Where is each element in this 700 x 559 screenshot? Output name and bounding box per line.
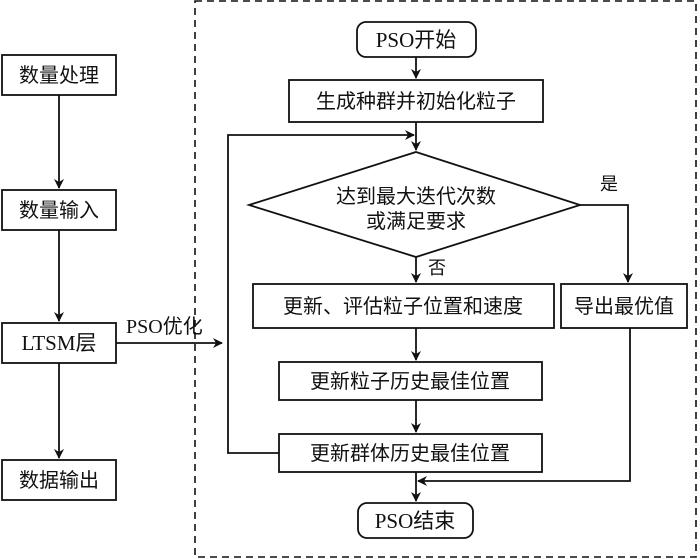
node-data-output: 数据输出 [1,459,117,501]
yes-label: 是 [600,174,618,195]
node-data-input-label: 数量输入 [19,198,99,222]
node-data-output-label: 数据输出 [19,468,99,492]
node-particle-best-label: 更新粒子历史最佳位置 [310,369,510,393]
arrow-yes-to-export [580,204,633,283]
node-lstm-layer-label: LTSM层 [21,331,96,355]
node-particle-best: 更新粒子历史最佳位置 [278,361,543,401]
node-pso-start-label: PSO开始 [376,28,457,52]
node-init-population-label: 生成种群并初始化粒子 [316,89,516,113]
node-data-processing-label: 数量处理 [19,63,99,87]
edge-label-pso-optimization: PSO优化 [126,315,203,338]
node-export-best-label: 导出最优值 [574,294,674,318]
decision-label-line1: 达到最大迭代次数 [336,184,496,208]
no-label: 否 [428,258,446,279]
node-update-evaluate: 更新、评估粒子位置和速度 [252,283,555,329]
node-pso-end: PSO结束 [357,502,474,539]
pso-container [194,0,697,558]
decision-label-line2: 或满足要求 [366,209,466,233]
node-export-best: 导出最优值 [560,283,688,329]
node-data-processing: 数量处理 [1,54,117,96]
node-group-best: 更新群体历史最佳位置 [278,433,543,473]
node-lstm-layer: LTSM层 [1,322,117,364]
arrow-loop-back [227,130,415,454]
node-init-population: 生成种群并初始化粒子 [288,79,544,123]
node-data-input: 数量输入 [1,189,117,231]
arrow-export-to-end [417,328,631,486]
node-pso-start: PSO开始 [356,21,477,58]
node-update-evaluate-label: 更新、评估粒子位置和速度 [283,294,523,318]
node-pso-end-label: PSO结束 [375,509,456,533]
node-group-best-label: 更新群体历史最佳位置 [310,441,510,465]
node-termination-decision: 达到最大迭代次数 或满足要求 [245,151,583,258]
